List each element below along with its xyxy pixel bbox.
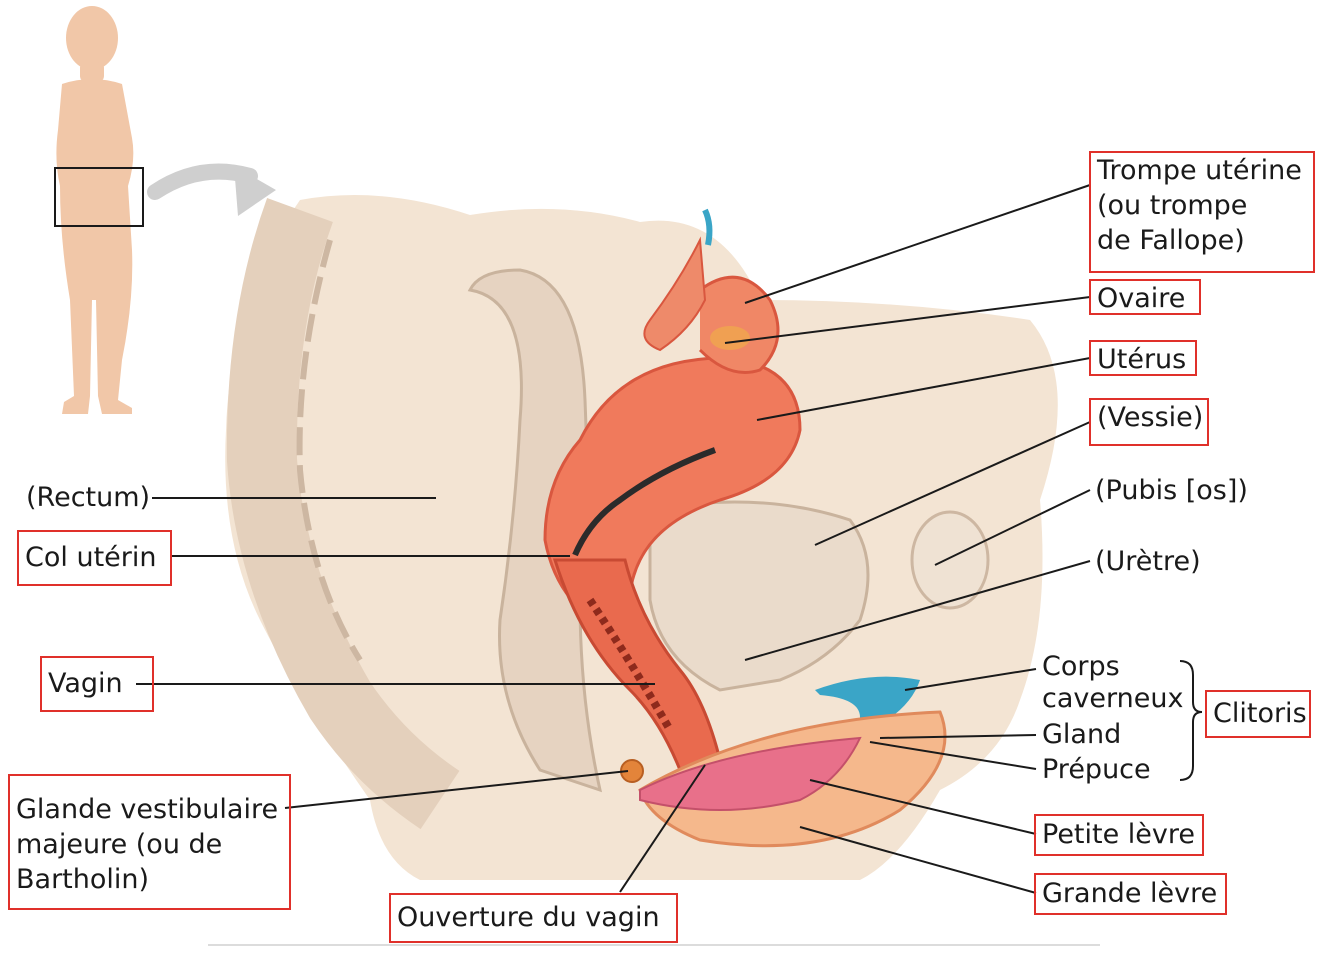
label-rectum: (Rectum) — [26, 482, 151, 513]
leader-ouverture — [619, 764, 706, 893]
leader-corps — [904, 668, 1037, 691]
leader-prepuce — [869, 741, 1037, 770]
body-silhouette — [56, 6, 134, 414]
labia-minora — [639, 736, 862, 811]
leader-uretre — [744, 560, 1091, 661]
leader-petite-levre — [809, 779, 1037, 835]
uterine-cavity — [572, 447, 717, 557]
ovary — [710, 326, 750, 350]
leader-vessie — [814, 421, 1091, 546]
label-trompe-uterine: Trompe utérine (ou trompe de Fallope) — [1089, 151, 1315, 273]
pelvic-section — [208, 195, 1100, 946]
label-vagin: Vagin — [40, 656, 154, 712]
label-ovaire: Ovaire — [1089, 279, 1201, 315]
vaginal-rugae — [586, 597, 674, 732]
leader-pubis — [934, 489, 1091, 566]
fimbriae — [643, 236, 707, 352]
leader-gland — [879, 734, 1037, 739]
leader-grande-levre — [799, 826, 1037, 894]
leader-trompe — [744, 184, 1091, 304]
fimbria-tip — [702, 208, 713, 246]
label-uretre: (Urètre) — [1095, 546, 1201, 577]
leader-ovaire — [724, 296, 1091, 344]
leader-glande — [284, 770, 629, 809]
sacrum-vertebrae — [296, 239, 363, 662]
zoom-region-box — [54, 167, 144, 227]
label-pubis: (Pubis [os]) — [1095, 475, 1248, 506]
label-col-uterin: Col utérin — [17, 530, 172, 586]
pubis-bone — [910, 510, 990, 610]
label-vessie: (Vessie) — [1089, 398, 1209, 446]
label-clitoris: Clitoris — [1205, 690, 1311, 738]
clitoris-brace — [1179, 660, 1203, 781]
leader-lines — [136, 184, 1203, 894]
zoom-arrow-head — [234, 166, 276, 216]
corpus-cavernosum — [815, 676, 920, 740]
label-petite-levre: Petite lèvre — [1034, 814, 1204, 856]
label-corps-caverneux: Corps caverneux — [1042, 651, 1184, 714]
fallopian-tube — [698, 275, 780, 374]
label-gland: Gland — [1042, 719, 1122, 750]
label-ouverture-vagin: Ouverture du vagin — [389, 893, 678, 943]
label-glande-vestibulaire: Glande vestibulaire majeure (ou de Barth… — [8, 774, 291, 910]
leader-uterus — [756, 357, 1091, 421]
label-prepuce: Prépuce — [1042, 754, 1151, 785]
rectum — [467, 268, 603, 793]
label-uterus: Utérus — [1089, 340, 1197, 376]
label-grande-levre: Grande lèvre — [1034, 873, 1227, 915]
sacrum-band — [226, 198, 460, 830]
bladder — [648, 500, 870, 692]
